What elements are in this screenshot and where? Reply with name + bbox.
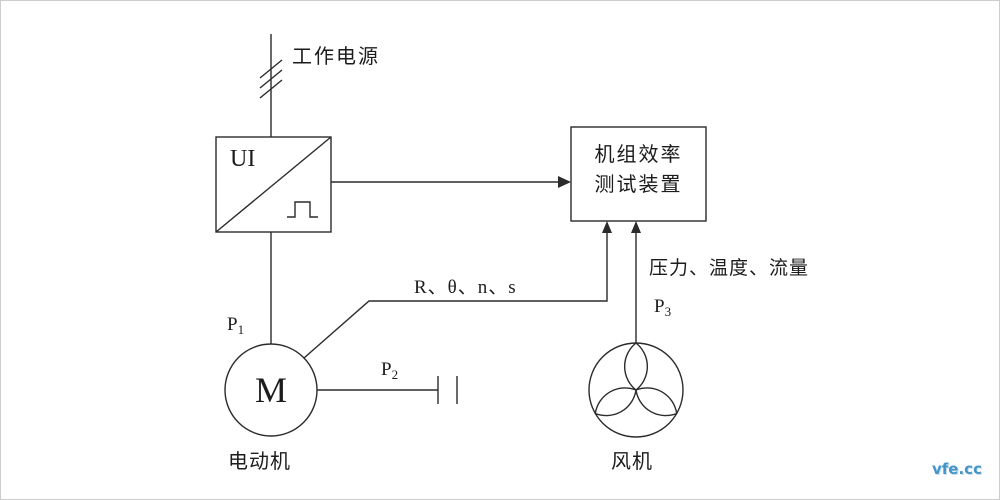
p3-sub: 3 — [664, 304, 672, 319]
p2-sub: 2 — [391, 367, 399, 382]
converter-label: UI — [230, 146, 256, 172]
p3-base: P — [654, 296, 665, 317]
pulse-wave-icon — [287, 201, 318, 218]
power-break-marks-icon — [259, 59, 283, 99]
p2-label: P2 — [381, 359, 398, 383]
p1-base: P — [227, 314, 238, 335]
motor-signals-arrow-line — [303, 231, 608, 359]
p1-label: P1 — [227, 314, 244, 338]
p2-base: P — [381, 359, 392, 380]
converter-box — [215, 136, 332, 233]
device-title-line1: 机组效率 — [594, 144, 683, 166]
watermark: vfe.cc — [932, 460, 982, 478]
motor-label: 电动机 — [228, 451, 291, 473]
fan-blades-icon — [594, 342, 678, 417]
power-source-label: 工作电源 — [292, 46, 380, 68]
arrowhead-up-sensors-icon — [631, 221, 641, 233]
sensor-list-label: 压力、温度、流量 — [649, 258, 810, 279]
device-title-line2: 测试装置 — [594, 174, 683, 196]
arrowhead-up-signals-icon — [602, 221, 612, 233]
p1-sub: 1 — [237, 322, 245, 337]
coupling-icon — [437, 376, 458, 404]
p3-label: P3 — [654, 296, 671, 320]
device-box — [570, 126, 707, 222]
arrowhead-right-icon — [558, 176, 571, 188]
fan-label: 风机 — [611, 451, 653, 473]
motor-symbol: M — [254, 370, 287, 410]
converter-diagonal-line — [215, 136, 332, 233]
signal-list-label: R、θ、n、s — [414, 277, 517, 298]
device-title: 机组效率 测试装置 — [571, 140, 706, 200]
